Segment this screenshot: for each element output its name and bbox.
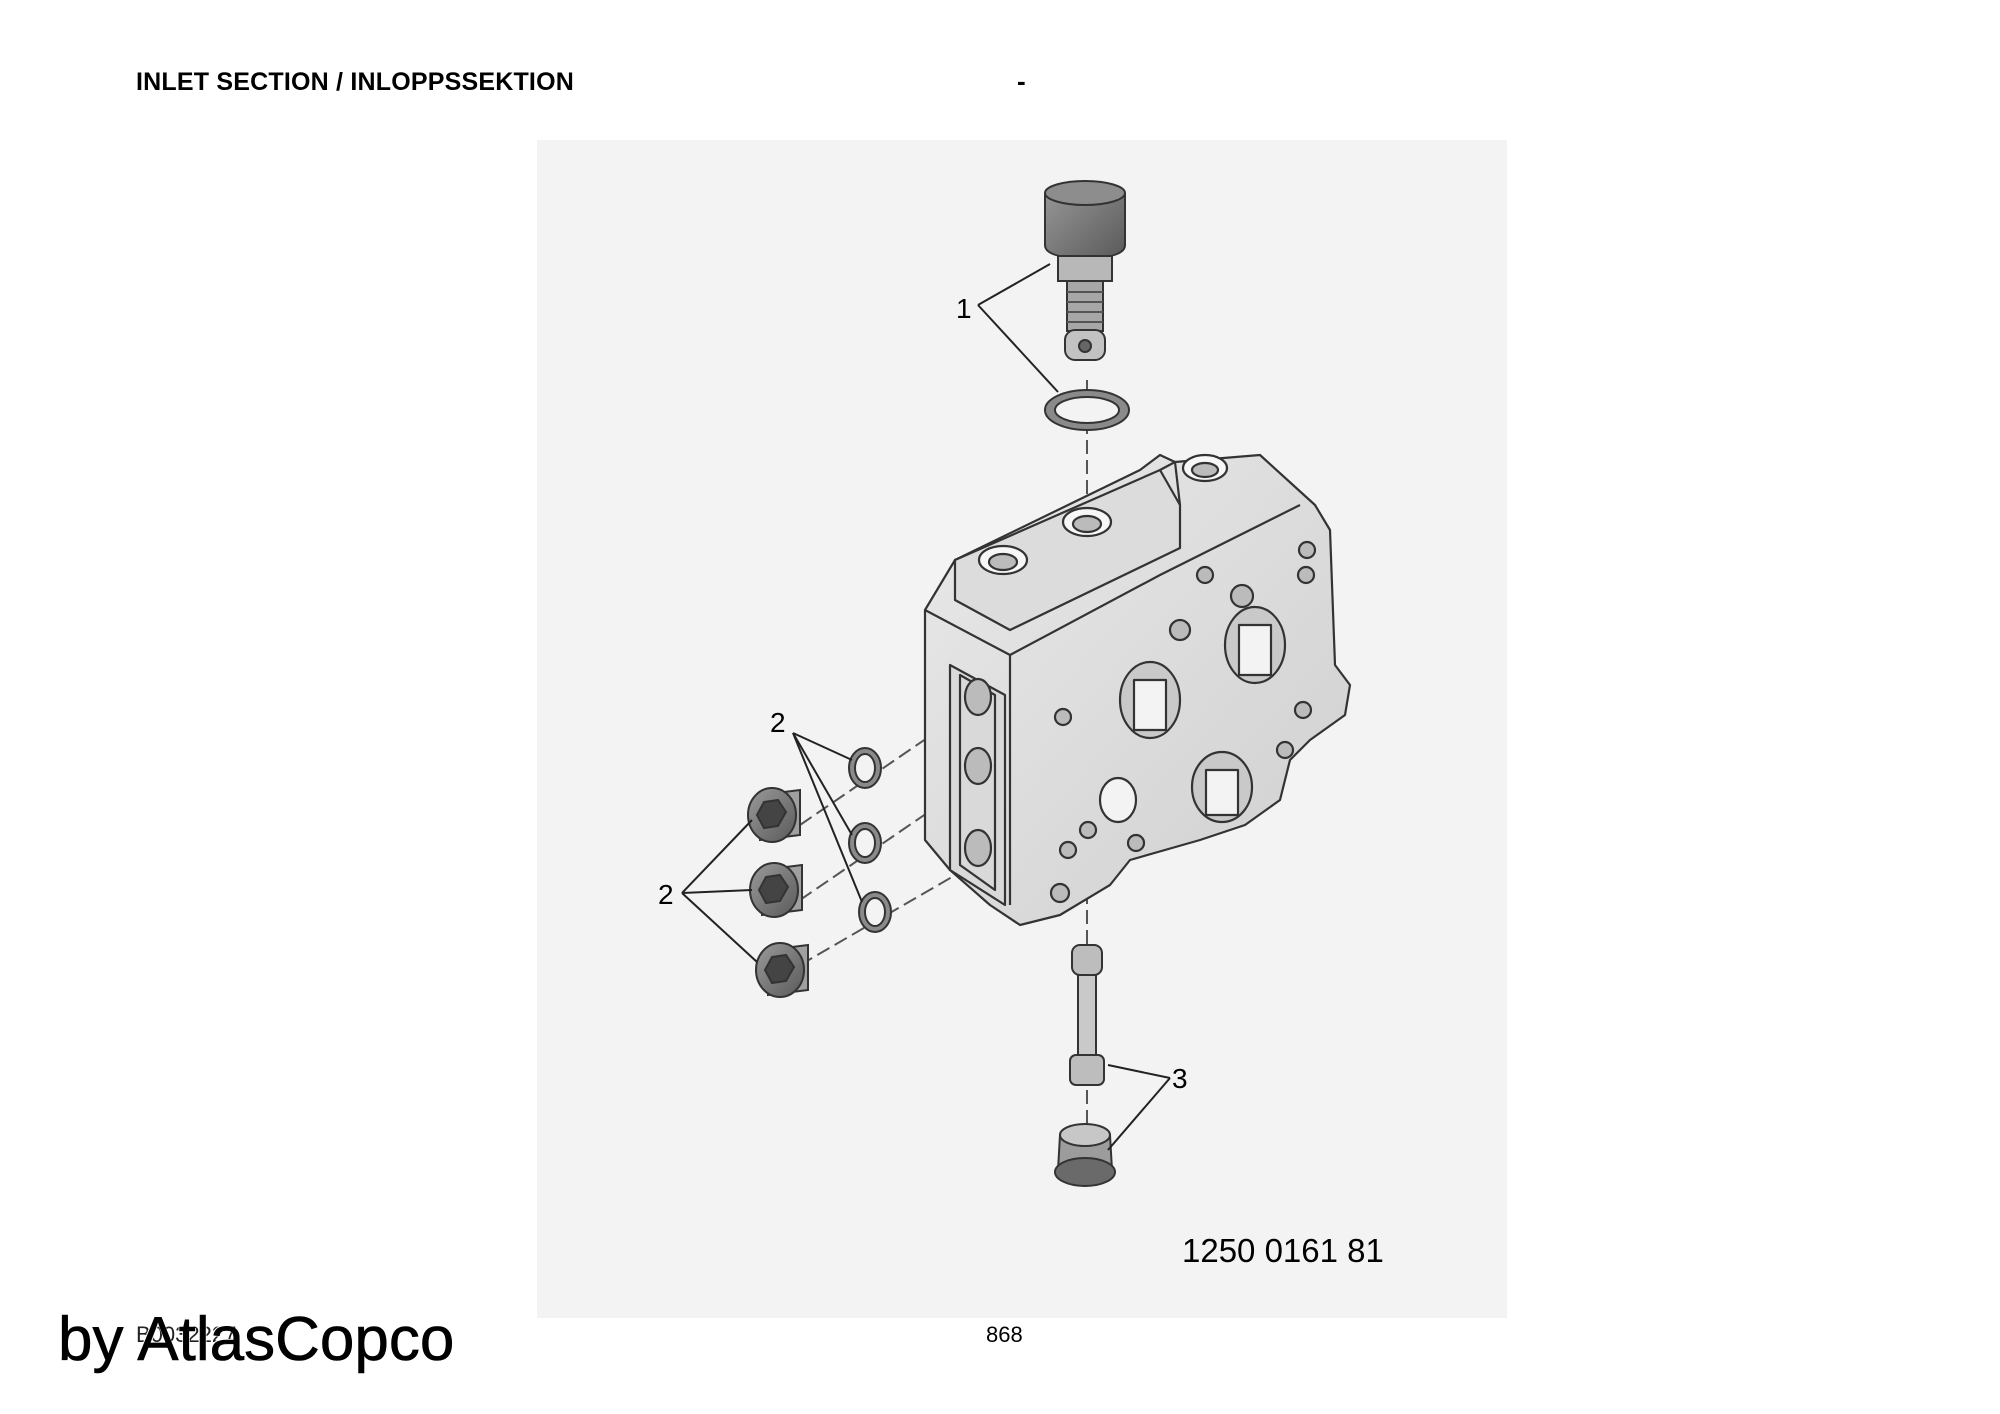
callout-3: 3 bbox=[1172, 1063, 1188, 1094]
callout-2-plugs: 2 bbox=[658, 879, 674, 910]
plugs-and-seals bbox=[747, 747, 892, 998]
header-dash: - bbox=[1017, 66, 1026, 96]
valve-body bbox=[923, 453, 1352, 927]
check-valve bbox=[1054, 944, 1116, 1187]
callout-2-seals: 2 bbox=[770, 707, 786, 738]
watermark: by AtlasCopco bbox=[58, 1305, 455, 1375]
relief-valve-cartridge bbox=[1044, 180, 1130, 431]
page-title: INLET SECTION / INLOPPSSEKTION bbox=[136, 68, 574, 96]
document-number: B0032227 bbox=[136, 1322, 237, 1347]
page-number: 868 bbox=[986, 1322, 1023, 1347]
part-number: 1250 0161 81 bbox=[1182, 1232, 1384, 1269]
leader-lines bbox=[681, 263, 1171, 1151]
callout-1: 1 bbox=[956, 293, 972, 324]
